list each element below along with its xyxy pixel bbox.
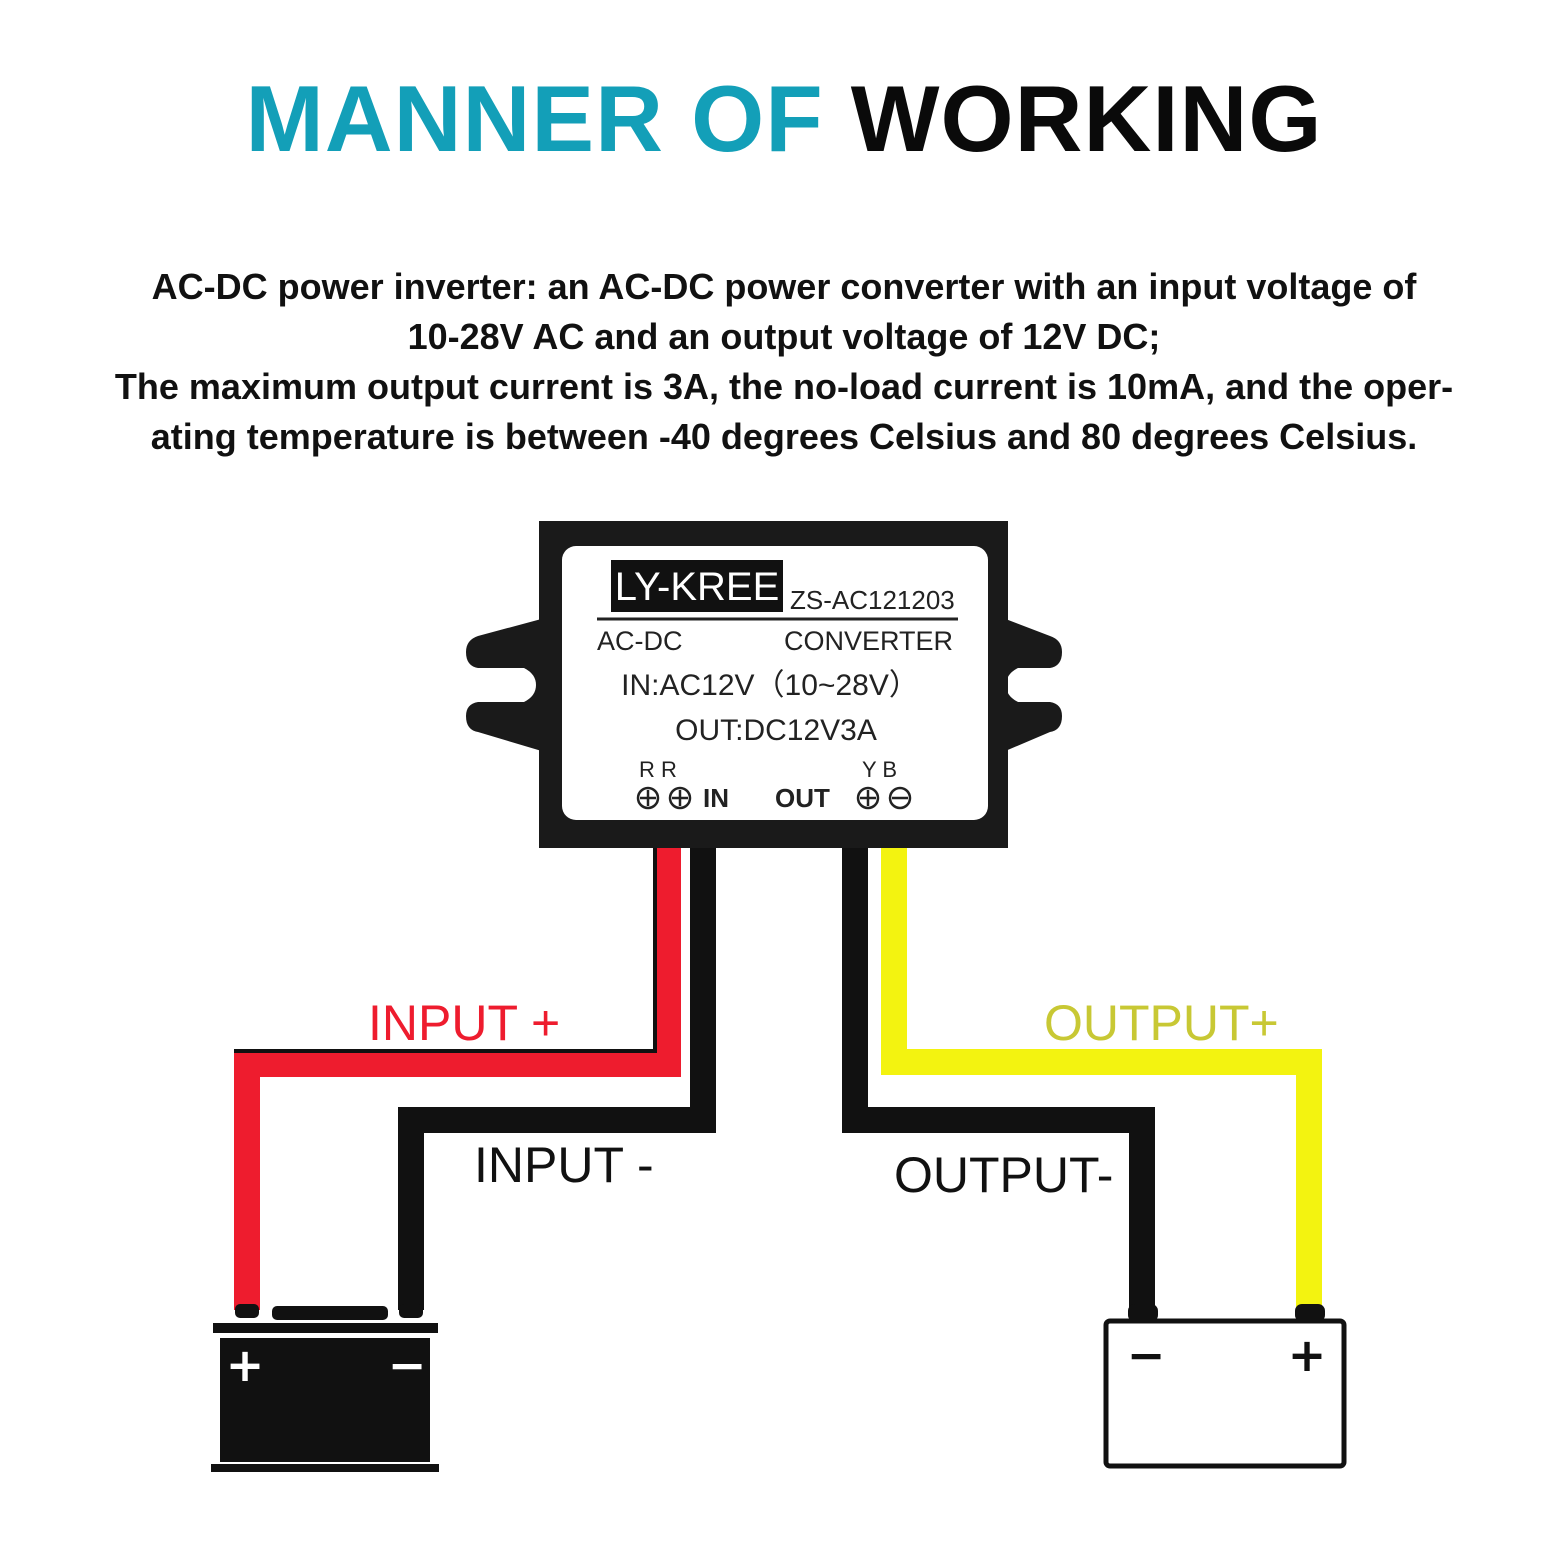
input-wire-letters: R R [639,757,677,782]
mounting-ears [466,618,1062,752]
output-battery-minus-icon: − [1127,1328,1166,1382]
description-line-3: The maximum output current is 3A, the no… [114,366,1454,407]
input-battery: + − [211,1304,439,1472]
converter-label-panel [562,546,988,820]
input-spec: IN:AC12V（10~28V） [621,669,919,702]
output-wire-letters: Y B [862,757,897,782]
brand-text: LY-KREE [615,565,780,609]
wires [234,848,1322,1310]
label-input-plus: INPUT + [368,995,560,1051]
plus-terminal-icon [856,786,880,810]
minus-terminal-icon [888,786,912,810]
label-input-minus: INPUT - [474,1137,654,1193]
wire-input-minus [398,848,716,1310]
page-title: MANNER OF WORKING [0,72,1568,166]
output-battery-plus-icon: + [1288,1328,1327,1382]
wire-input-plus [234,848,681,1310]
plus-terminal-icon [636,786,660,810]
output-spec: OUT:DC12V3A [675,714,877,747]
title-accent: MANNER OF [245,66,824,171]
description-line-4: ating temperature is between -40 degrees… [150,416,1418,457]
type-right: CONVERTER [784,626,953,656]
input-battery-minus-icon: − [388,1338,427,1392]
plus-terminal-icon [668,786,692,810]
description-line-2: 10-28V AC and an output voltage of 12V D… [407,316,1161,357]
description: AC-DC power inverter: an AC-DC power con… [60,262,1508,462]
in-label: IN [703,783,729,813]
brand-box [611,560,783,612]
wire-output-plus [881,848,1322,1310]
input-battery-plus-icon: + [226,1338,265,1392]
out-label: OUT [775,783,830,813]
title-main: WORKING [850,66,1323,171]
model-text: ZS-AC121203 [790,585,955,615]
wire-output-minus [842,848,1155,1310]
label-output-plus: OUTPUT+ [1044,995,1279,1051]
label-output-minus: OUTPUT- [894,1147,1113,1203]
output-battery: − + [1103,1304,1347,1469]
type-left: AC-DC [597,626,683,656]
description-line-1: AC-DC power inverter: an AC-DC power con… [151,266,1417,307]
wire-input-plus-edge [234,848,657,1053]
